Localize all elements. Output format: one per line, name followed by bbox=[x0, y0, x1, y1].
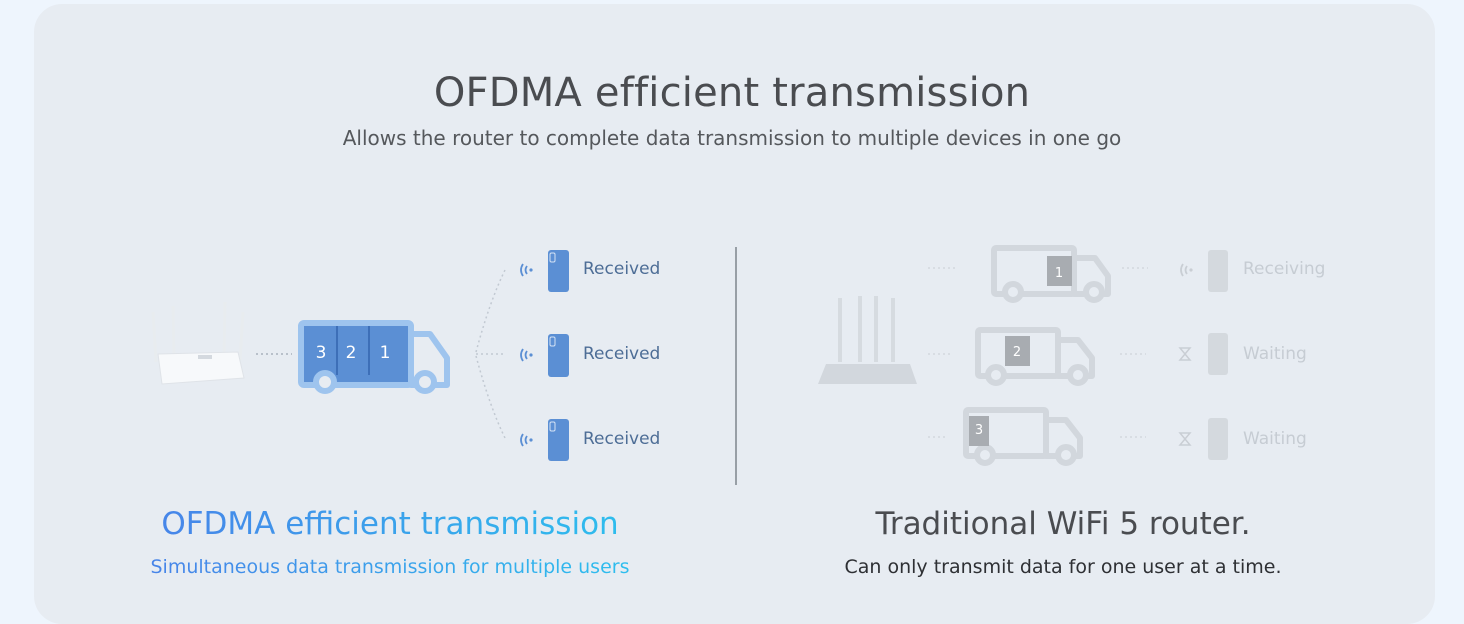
wifi-signal-icon bbox=[520, 263, 524, 277]
ofdma-caption-title: OFDMA efficient transmission bbox=[100, 506, 680, 542]
packet-label: 3 bbox=[316, 343, 327, 363]
traditional-truck-icon bbox=[928, 327, 1146, 386]
packet-label: 2 bbox=[346, 343, 357, 363]
hourglass-icon bbox=[1178, 432, 1192, 446]
device-status-label: Waiting bbox=[1243, 344, 1307, 364]
wifi-signal-icon bbox=[520, 433, 524, 447]
ofdma-caption-subtitle: Simultaneous data transmission for multi… bbox=[100, 556, 680, 578]
traditional-truck-icon bbox=[928, 245, 1148, 303]
fanout-connector bbox=[475, 267, 507, 441]
comparison-diagram: 3 2 1 bbox=[151, 245, 1228, 485]
device-status-label: Received bbox=[583, 429, 661, 449]
device-status-label: Receiving bbox=[1243, 259, 1326, 279]
page-subtitle: Allows the router to complete data trans… bbox=[342, 126, 1122, 150]
device-row bbox=[1178, 333, 1228, 375]
wifi-signal-icon bbox=[520, 348, 524, 362]
packet-label: 3 bbox=[975, 423, 983, 438]
packet-label: 1 bbox=[1055, 266, 1063, 281]
ofdma-truck-icon bbox=[298, 320, 450, 394]
device-status-label: Received bbox=[583, 259, 661, 279]
phone-icon bbox=[1208, 418, 1228, 460]
packet-label: 1 bbox=[380, 343, 391, 363]
wifi-signal-icon bbox=[1180, 263, 1184, 277]
device-row bbox=[1180, 250, 1228, 292]
device-row bbox=[1178, 418, 1228, 460]
phone-icon bbox=[1208, 333, 1228, 375]
router-icon bbox=[151, 301, 245, 385]
hourglass-icon bbox=[1178, 347, 1192, 361]
device-status-label: Waiting bbox=[1243, 429, 1307, 449]
device-status-label: Received bbox=[583, 344, 661, 364]
traditional-truck-icon bbox=[928, 407, 1146, 466]
device-row bbox=[520, 250, 569, 292]
router-icon bbox=[818, 296, 917, 384]
phone-icon bbox=[548, 334, 569, 377]
traditional-caption-subtitle: Can only transmit data for one user at a… bbox=[844, 556, 1282, 578]
device-row bbox=[520, 419, 569, 461]
phone-icon bbox=[1208, 250, 1228, 292]
phone-icon bbox=[548, 419, 569, 461]
content-card bbox=[34, 4, 1435, 624]
page-title: OFDMA efficient transmission bbox=[433, 70, 1031, 116]
device-row bbox=[520, 334, 569, 377]
phone-icon bbox=[548, 250, 569, 292]
traditional-caption-title: Traditional WiFi 5 router. bbox=[875, 506, 1251, 542]
packet-label: 2 bbox=[1013, 345, 1021, 360]
